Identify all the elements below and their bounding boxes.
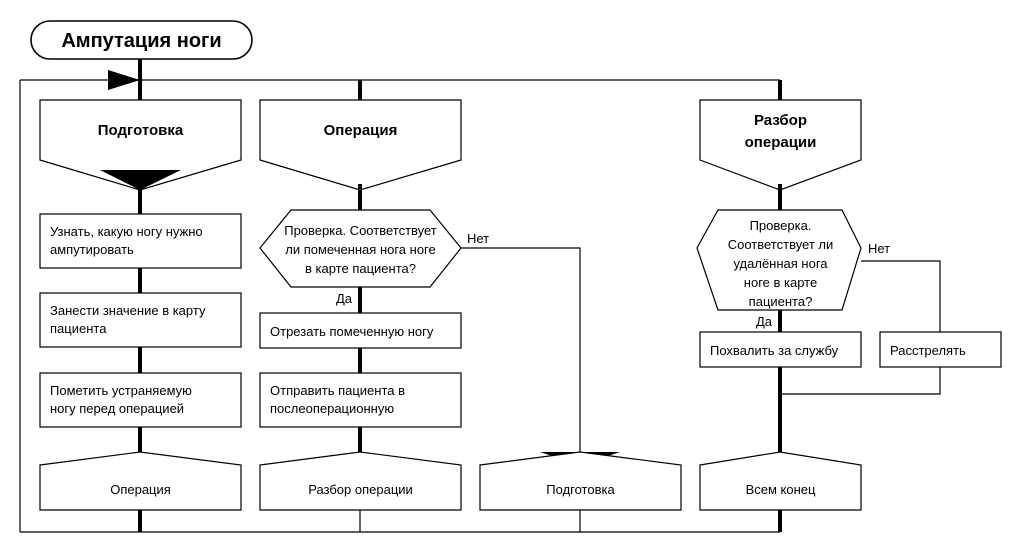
review-execute-box [879,331,1002,368]
review-execute-label: Расстрелять [890,343,966,358]
arrowhead-into-topbar [108,70,140,90]
node-title[interactable]: Ампутация ноги [30,20,253,60]
review-header-pentagon [699,99,862,191]
prep-terminal-label: Операция [110,482,171,497]
node-oper-step-1[interactable]: Отрезать помеченную ногу [259,312,462,349]
prep-step-3-box [39,372,242,428]
node-review-terminal[interactable]: Всем конец [699,451,862,511]
review-terminal-pentagon [699,451,862,511]
decision-2-line1: Проверка. [750,218,812,233]
node-oper-terminal[interactable]: Разбор операции [259,451,462,511]
node-prep-terminal[interactable]: Операция [39,451,242,511]
decision-2-line4: ноге в карте [744,275,817,290]
node-prep-step-2[interactable]: Занести значение в карту пациента [39,292,242,348]
decision-2-no-label: Нет [868,241,890,256]
oper-step-2-box [259,372,462,428]
decision-1-line1: Проверка. Соответствует [284,223,437,238]
decision-1-no-label: Нет [467,231,489,246]
prep-step-1-box [39,213,242,269]
oper-no-terminal-pentagon [479,451,682,511]
oper-no-terminal-label: Подготовка [546,482,615,497]
node-decision-marked-leg[interactable]: Проверка. Соответствует ли помеченная но… [259,209,462,288]
prep-step-3-line2: ногу перед операцией [50,401,184,416]
oper-step-1-label: Отрезать помеченную ногу [270,324,434,339]
node-oper-no-terminal[interactable]: Подготовка [479,451,682,511]
oper-header-label: Операция [324,122,398,139]
prep-step-2-line2: пациента [50,321,107,336]
prep-step-1-line2: ампутировать [50,242,134,257]
decision-1-line3: в карте пациента? [305,261,416,276]
oper-terminal-label: Разбор операции [308,482,413,497]
node-header-operation[interactable]: Операция [259,99,462,191]
node-header-preparation[interactable]: Подготовка [39,99,242,191]
node-review-praise[interactable]: Похвалить за службу [699,331,862,368]
decision-2-yes-label: Да [756,314,773,329]
prep-step-2-line1: Занести значение в карту [50,303,206,318]
decision-1-hexagon [259,209,462,288]
oper-step-2-line1: Отправить пациента в [270,383,405,398]
prep-step-3-line1: Пометить устраняемую [50,383,192,398]
oper-header-pentagon [259,99,462,191]
prep-step-1-line1: Узнать, какую ногу нужно [50,224,203,239]
edge-execute-merge [780,367,941,395]
node-prep-step-1[interactable]: Узнать, какую ногу нужно ампутировать [39,213,242,269]
review-terminal-label: Всем конец [746,482,816,497]
review-header-line2: операции [745,134,817,151]
decision-2-line3: удалённая нога [733,256,828,271]
review-praise-label: Похвалить за службу [710,343,839,358]
node-decision-removed-leg[interactable]: Проверка. Соответствует ли удалённая ног… [696,209,862,311]
oper-step-2-line2: послеоперационную [270,401,394,416]
prep-header-pentagon [39,99,242,191]
edge-decision-2-no [861,260,941,332]
prep-step-2-box [39,292,242,348]
node-review-execute[interactable]: Расстрелять [879,331,1002,368]
title-label: Ампутация ноги [61,30,221,52]
decision-2-line5: пациента? [749,294,813,309]
review-header-line1: Разбор [754,112,807,129]
arrowhead-prep-header [100,170,181,190]
decision-1-line2: ли помеченная нога ноге [285,242,436,257]
decision-2-hexagon [696,209,862,311]
edge-decision-1-no [461,247,581,459]
prep-header-label: Подготовка [98,122,184,139]
oper-terminal-pentagon [259,451,462,511]
decision-2-line2: Соответствует ли [728,237,834,252]
decision-1-yes-label: Да [336,291,353,306]
node-prep-step-3[interactable]: Пометить устраняемую ногу перед операцие… [39,372,242,428]
prep-terminal-pentagon [39,451,242,511]
node-header-review[interactable]: Разбор операции [699,99,862,191]
node-oper-step-2[interactable]: Отправить пациента в послеоперационную [259,372,462,428]
